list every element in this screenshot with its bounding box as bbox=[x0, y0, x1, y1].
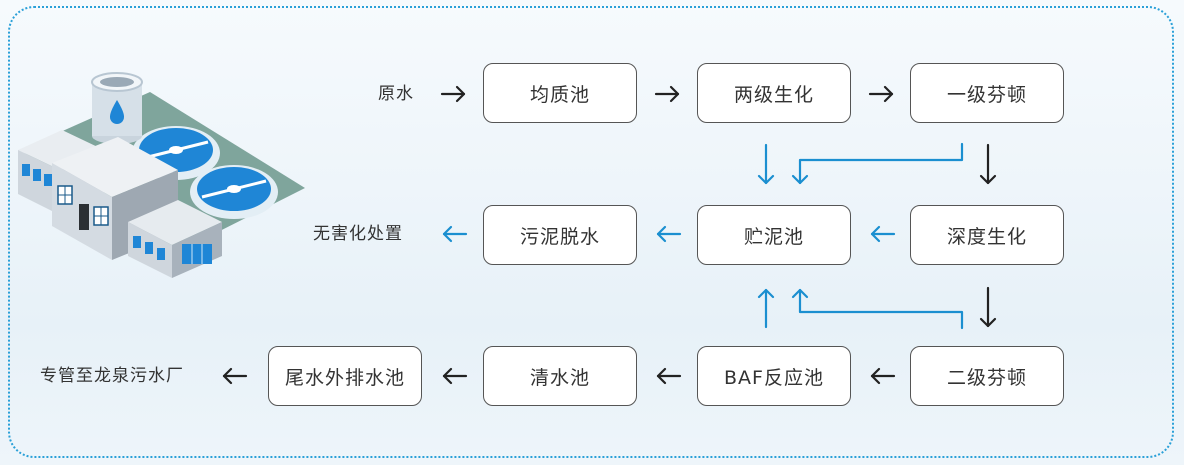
sludge-arrow-down-icon bbox=[757, 143, 775, 185]
sludge-arrow-left-icon bbox=[442, 225, 468, 243]
primary-fenton-node: 一级芬顿 bbox=[910, 63, 1064, 123]
arrow-right-icon bbox=[654, 85, 680, 103]
two-stage-bio-node: 两级生化 bbox=[697, 63, 851, 123]
raw-water-label: 原水 bbox=[378, 84, 414, 104]
equalization-tank-node: 均质池 bbox=[483, 63, 637, 123]
sludge-arrow-up-icon bbox=[757, 288, 775, 329]
diagram-frame bbox=[8, 6, 1174, 458]
clear-water-tank-node: 清水池 bbox=[483, 346, 637, 406]
secondary-fenton-node: 二级芬顿 bbox=[910, 346, 1064, 406]
discharge-label: 专管至龙泉污水厂 bbox=[40, 366, 184, 386]
sludge-arrow-left-icon bbox=[656, 225, 682, 243]
sludge-arrow-down-icon bbox=[791, 142, 964, 185]
arrow-right-icon bbox=[868, 85, 894, 103]
water-tower-icon bbox=[91, 72, 143, 144]
arrow-down-icon bbox=[979, 286, 997, 328]
arrow-right-icon bbox=[440, 85, 466, 103]
arrow-left-icon bbox=[442, 367, 468, 385]
sludge-dewatering-node: 污泥脱水 bbox=[483, 205, 637, 265]
advanced-bio-node: 深度生化 bbox=[910, 205, 1064, 265]
sludge-tank-node: 贮泥池 bbox=[697, 205, 851, 265]
sludge-arrow-left-icon bbox=[870, 225, 896, 243]
arrow-left-icon bbox=[656, 367, 682, 385]
arrow-left-icon bbox=[870, 367, 896, 385]
tail-water-tank-node: 尾水外排水池 bbox=[268, 346, 422, 406]
building-icon bbox=[128, 200, 222, 278]
sludge-arrow-up-icon bbox=[791, 288, 964, 330]
baf-tank-node: BAF反应池 bbox=[697, 346, 851, 406]
arrow-down-icon bbox=[979, 143, 997, 185]
clarifier-tank-icon bbox=[190, 165, 278, 219]
arrow-left-icon bbox=[222, 367, 248, 385]
water-drop-icon bbox=[110, 100, 124, 124]
harmless-disposal-label: 无害化处置 bbox=[313, 224, 403, 244]
wastewater-treatment-plant-icon bbox=[18, 72, 305, 278]
